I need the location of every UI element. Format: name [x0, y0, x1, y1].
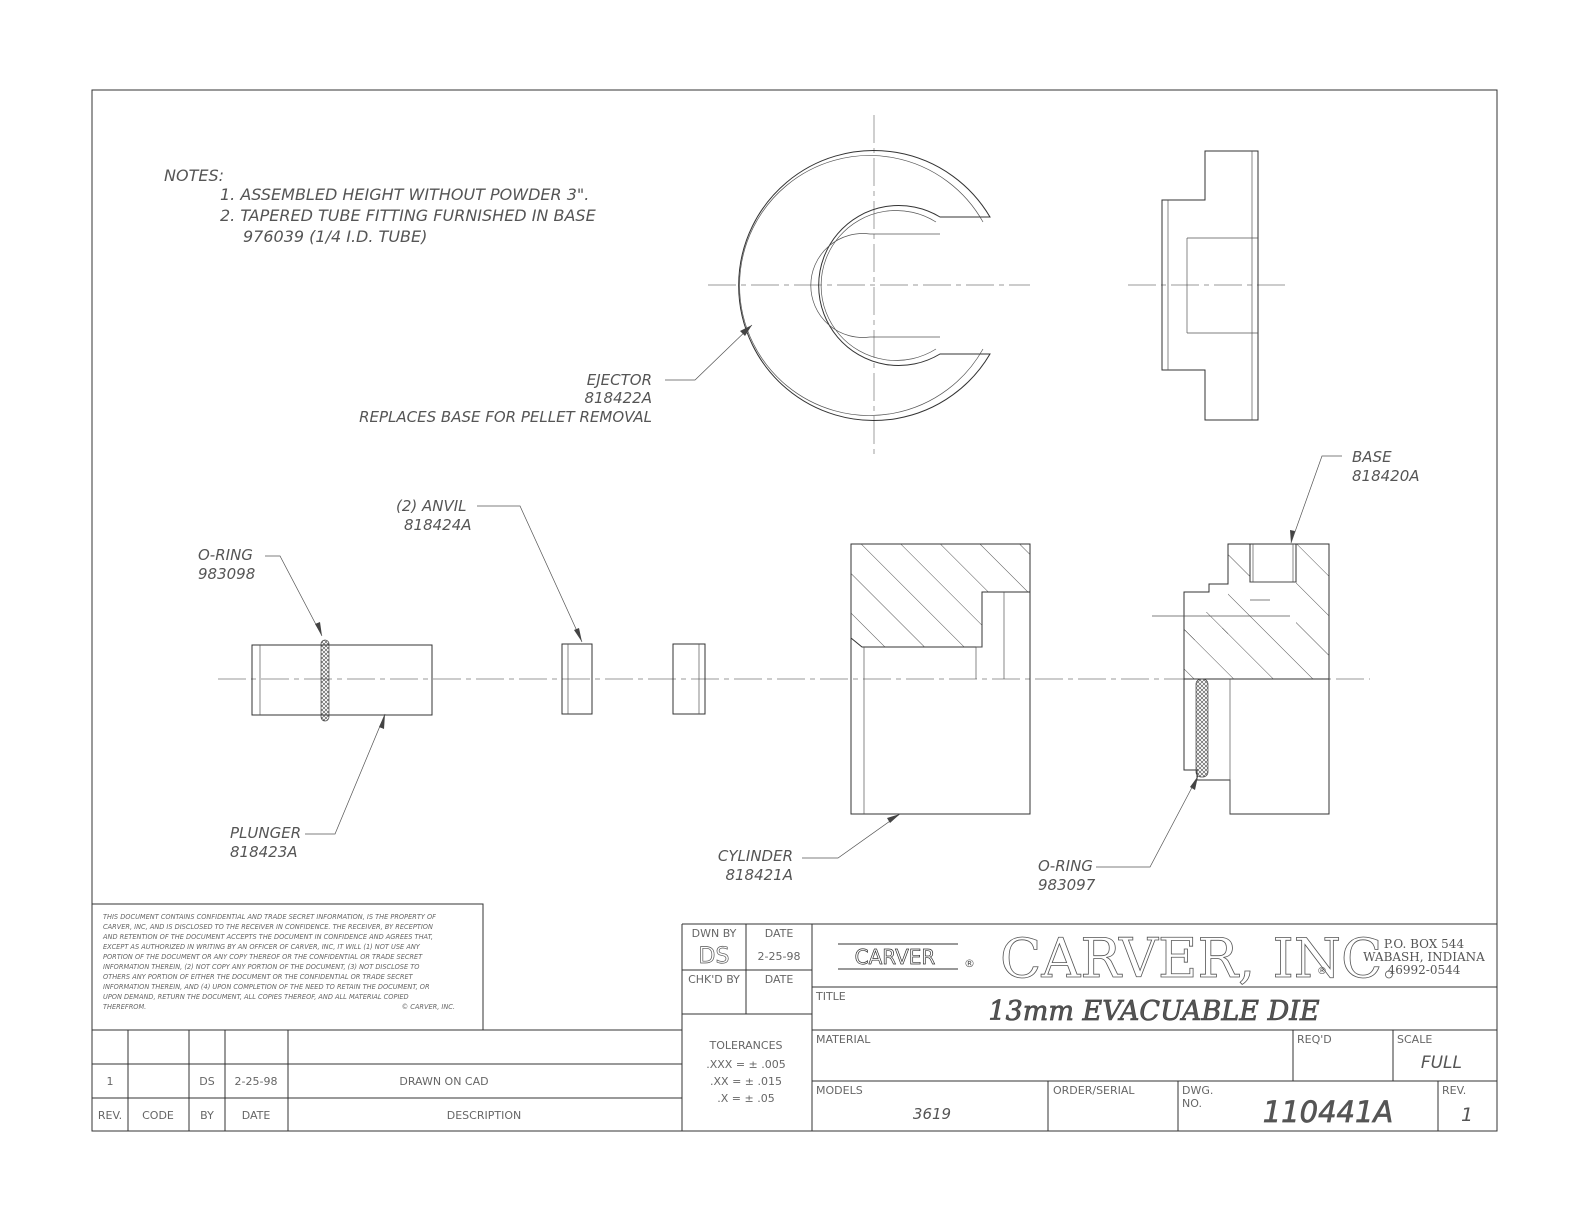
address-line-2: WABASH, INDIANA [1363, 950, 1485, 964]
carver-logo: CARVER [855, 945, 936, 969]
title-label: TITLE [815, 990, 846, 1003]
drawing-title: 13mm EVACUABLE DIE [988, 996, 1319, 1027]
rev-header-by: BY [200, 1109, 214, 1122]
conf-line-4: EXCEPT AS AUTHORIZED IN WRITING BY AN OF… [103, 943, 421, 951]
checked-by-label: CHK'D BY [688, 973, 740, 986]
scale-value: FULL [1421, 1053, 1462, 1073]
rev-value: 1 [1461, 1104, 1473, 1126]
models-value: 3619 [913, 1105, 951, 1123]
conf-line-7: OTHERS ANY PORTION OF EITHER THE DOCUMEN… [103, 973, 414, 981]
revision-table: 1 DS 2-25-98 DRAWN ON CAD REV. CODE BY D… [92, 924, 683, 1131]
dwg-label: DWG. [1182, 1084, 1213, 1097]
note-2: 2. TAPERED TUBE FITTING FURNISHED IN BAS… [220, 206, 597, 225]
rev-row-1-date: 2-25-98 [235, 1075, 278, 1088]
conf-line-3: AND RETENTION OF THE DOCUMENT ACCEPTS TH… [102, 933, 433, 941]
models-label: MODELS [816, 1084, 863, 1097]
anvil-name: (2) ANVIL [396, 497, 467, 515]
drawing-number: 110441A [1263, 1095, 1394, 1129]
company-registered-mark: ® [1317, 966, 1327, 977]
rev-label: REV. [1442, 1084, 1466, 1097]
rev-header-code: CODE [142, 1109, 174, 1122]
ejector-name: EJECTOR [587, 371, 652, 389]
ejector-side-view [1128, 150, 1290, 421]
oring-base-number: 983097 [1038, 876, 1096, 894]
plunger-label: PLUNGER 818423A [230, 713, 386, 861]
rev-row-1-description: DRAWN ON CAD [399, 1075, 488, 1088]
anvils [561, 643, 706, 715]
material-label: MATERIAL [816, 1033, 871, 1046]
cylinder-label: CYLINDER 818421A [718, 813, 901, 884]
scale-label: SCALE [1397, 1033, 1432, 1046]
notes-heading: NOTES: [164, 166, 224, 185]
anvil-number: 818424A [404, 516, 472, 534]
reqd-label: REQ'D [1297, 1033, 1332, 1046]
base-number: 818420A [1352, 467, 1420, 485]
confidentiality-notice: THIS DOCUMENT CONTAINS CONFIDENTIAL AND … [91, 903, 484, 1031]
title-block: TITLE 13mm EVACUABLE DIE MATERIAL REQ'D … [811, 923, 1498, 1132]
base-name: BASE [1352, 448, 1392, 466]
rev-row-1-rev: 1 [107, 1075, 114, 1088]
address-line-3: 46992-0544 [1388, 963, 1461, 977]
base-section [1152, 543, 1330, 815]
tolerances-label: TOLERANCES [708, 1039, 782, 1052]
order-serial-label: ORDER/SERIAL [1053, 1084, 1135, 1097]
drawn-by-label: DWN BY [692, 927, 737, 940]
ejector-front-view [708, 115, 1030, 455]
anvil-label: (2) ANVIL 818424A [396, 497, 583, 643]
oring-base-name: O-RING [1038, 857, 1093, 875]
plunger [251, 639, 433, 722]
oring-plunger-name: O-RING [198, 546, 253, 564]
drawing-border [91, 89, 1498, 1132]
ejector-note: REPLACES BASE FOR PELLET REMOVAL [359, 408, 652, 426]
tolerance-x: .X = ± .05 [717, 1092, 774, 1105]
base-label: BASE 818420A [1290, 448, 1420, 544]
cylinder-section [850, 543, 1031, 815]
drawn-date: 2-25-98 [758, 950, 801, 963]
rev-header-rev: REV. [98, 1109, 122, 1122]
conf-line-6: INFORMATION THEREIN, (2) NOT COPY ANY PO… [103, 963, 419, 971]
copyright: © CARVER, INC. [402, 1003, 455, 1011]
dwg-no-label: NO. [1182, 1097, 1202, 1110]
conf-line-1: THIS DOCUMENT CONTAINS CONFIDENTIAL AND … [103, 913, 436, 921]
rev-header-description: DESCRIPTION [447, 1109, 521, 1122]
conf-line-2: CARVER, INC, AND IS DISCLOSED TO THE REC… [103, 923, 433, 931]
ejector-number: 818422A [584, 389, 652, 407]
drawn-by-value: DS [699, 944, 730, 969]
drawn-date-label: DATE [765, 927, 794, 940]
notes-block: NOTES: 1. ASSEMBLED HEIGHT WITHOUT POWDE… [164, 166, 597, 246]
cylinder-name: CYLINDER [718, 847, 793, 865]
cylinder-number: 818421A [725, 866, 793, 884]
conf-line-9: UPON DEMAND, RETURN THE DOCUMENT, ALL CO… [103, 993, 409, 1001]
company-name: CARVER, INC. [1000, 927, 1398, 990]
conf-line-8: INFORMATION THEREIN, AND (4) UPON COMPLE… [103, 983, 430, 991]
oring-plunger-number: 983098 [198, 565, 255, 583]
conf-line-10: THEREFROM. [103, 1003, 146, 1011]
conf-line-5: PORTION OF THE DOCUMENT OR ANY COPY THER… [103, 953, 423, 961]
tolerance-xx: .XX = ± .015 [710, 1075, 782, 1088]
ejector-label: EJECTOR 818422A REPLACES BASE FOR PELLET… [359, 324, 753, 426]
oring-base-label: O-RING 983097 [1038, 775, 1199, 894]
logo-registered-mark: ® [964, 957, 975, 970]
checked-date-label: DATE [765, 973, 794, 986]
note-2-continued: 976039 (1/4 I.D. TUBE) [243, 227, 427, 246]
plunger-number: 818423A [230, 843, 298, 861]
rev-row-1-by: DS [199, 1075, 214, 1088]
company-header: CARVER ® CARVER, INC. ® P.O. BOX 544 WAB… [838, 927, 1485, 990]
plunger-name: PLUNGER [230, 824, 301, 842]
address-line-1: P.O. BOX 544 [1384, 937, 1465, 951]
oring-plunger-label: O-RING 983098 [198, 546, 323, 637]
tolerance-xxx: .XXX = ± .005 [706, 1058, 786, 1071]
rev-header-date: DATE [242, 1109, 271, 1122]
note-1: 1. ASSEMBLED HEIGHT WITHOUT POWDER 3". [220, 185, 589, 204]
